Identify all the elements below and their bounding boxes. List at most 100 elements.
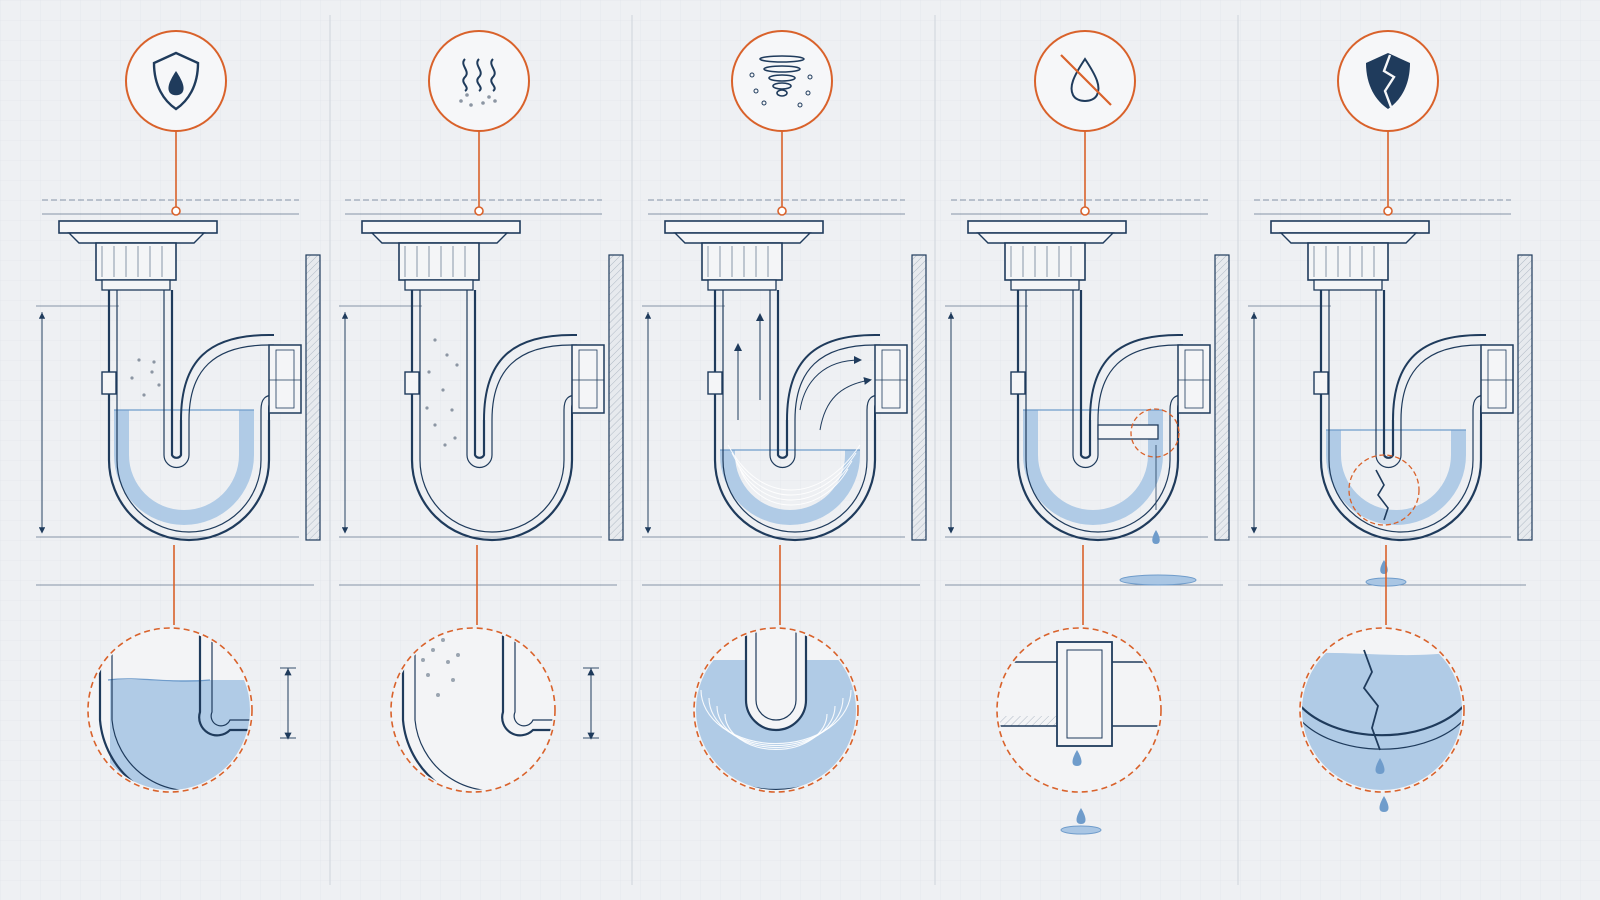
vortex-ring — [763, 65, 801, 73]
slip-nut-ring — [578, 349, 598, 409]
wall-slip-nut — [268, 344, 302, 414]
trap-inner-wall-inner — [473, 290, 486, 459]
particle-dot — [427, 370, 431, 374]
trap-inner-wall-inner — [1079, 290, 1092, 459]
washer — [707, 279, 777, 291]
outlet-arm-inner — [188, 344, 274, 421]
zoom-turbulence — [708, 697, 844, 747]
drip-drop — [1152, 530, 1160, 544]
pipe-crack — [1375, 469, 1389, 521]
zoom-drip — [1375, 758, 1385, 774]
vortex-ring — [759, 55, 805, 63]
zoom-slip-nut-ring — [1066, 649, 1103, 739]
wall-slip-nut — [1480, 344, 1514, 414]
trap-outer-wall — [410, 290, 574, 542]
trap-inner-wall — [163, 290, 190, 469]
vortex-debris — [807, 74, 813, 80]
sink-flange — [1270, 220, 1430, 234]
left-leg-clamp — [101, 371, 117, 395]
vapor-wave — [476, 58, 482, 92]
zoom-content — [696, 630, 856, 790]
wall-hatch — [912, 255, 926, 540]
outlet-arm-top — [1089, 334, 1183, 421]
vortex-debris — [749, 72, 755, 78]
vortex-debris — [797, 102, 803, 108]
crack-highlight-ring — [1348, 454, 1420, 526]
tailpiece-nut — [701, 242, 783, 281]
particle-dot — [137, 358, 141, 362]
flow-arrow-out — [819, 377, 872, 431]
trap-inner-wall-inner — [776, 290, 789, 459]
residue-dot — [459, 99, 463, 103]
water-drop — [168, 71, 184, 96]
particle-dot — [450, 408, 454, 412]
flow-arrow-out — [799, 356, 862, 411]
zoom-inner-wall-inner — [513, 630, 553, 727]
residue-dot — [481, 101, 485, 105]
vapor-wave — [462, 58, 468, 92]
outlet-arm-inner — [794, 344, 880, 421]
outlet-arm-top — [786, 334, 880, 421]
zoom-inner-void — [746, 630, 806, 730]
zoom-inner-bend-inner — [755, 630, 797, 721]
flange-taper — [67, 232, 206, 244]
trap-inner-wall — [466, 290, 493, 469]
slip-nut-ring — [275, 349, 295, 409]
washer — [1010, 279, 1080, 291]
no-water-drop-icon — [1060, 54, 1112, 106]
trap-outer-wall-inner — [1025, 290, 1171, 533]
slip-nut-ring — [881, 349, 901, 409]
zoom-particle — [446, 660, 450, 664]
tailpiece-nut — [1307, 242, 1389, 281]
falling-drop — [1379, 796, 1389, 812]
slip-nut-ring — [1184, 349, 1204, 409]
prohibition-slash — [1060, 54, 1112, 106]
particle-dot — [150, 370, 154, 374]
zoom-detail-circle — [390, 627, 556, 793]
particle-dot — [445, 353, 449, 357]
wall-hatch — [1215, 255, 1229, 540]
zoom-inner-wall — [501, 630, 553, 737]
wall-hatch — [1518, 255, 1532, 540]
outlet-arm-top — [483, 334, 577, 421]
flange-taper — [1279, 232, 1418, 244]
zoom-water — [1302, 650, 1462, 790]
left-leg-clamp — [1010, 371, 1026, 395]
trap-outer-wall-inner — [116, 290, 262, 533]
sink-flange — [967, 220, 1127, 234]
residue-dot — [465, 93, 469, 97]
particle-dot — [433, 338, 437, 342]
vortex-debris — [805, 90, 811, 96]
falling-drop — [1076, 808, 1086, 824]
wall-slip-nut — [571, 344, 605, 414]
zoom-turbulence — [724, 713, 828, 750]
vapor-wave — [490, 58, 496, 92]
icon-callout-circle — [1034, 30, 1136, 132]
panel-p2 — [339, 30, 624, 793]
leak-highlight-ring — [1130, 408, 1180, 458]
zoom-puddle — [1060, 825, 1102, 835]
trap-outer-wall — [713, 290, 877, 542]
panel-p1 — [36, 30, 321, 793]
turbulence-line — [727, 444, 861, 491]
water-puddle — [1119, 574, 1197, 586]
trap-outer-wall-inner — [1328, 290, 1474, 533]
sink-flange — [664, 220, 824, 234]
leader-anchor — [171, 206, 181, 216]
zoom-turbulence — [716, 705, 836, 749]
zoom-crack — [1362, 649, 1381, 751]
tailpiece-nut — [398, 242, 480, 281]
turbulence-line — [735, 460, 853, 501]
trap-outer-wall-inner — [722, 290, 868, 533]
outlet-arm-top — [180, 334, 274, 421]
leader-anchor — [777, 206, 787, 216]
tornado-siphon-icon — [749, 55, 813, 108]
flange-taper — [976, 232, 1115, 244]
trap-inner-wall — [1375, 290, 1402, 469]
zoom-content — [1302, 649, 1462, 790]
residue-dot — [487, 95, 491, 99]
zoom-pipe-bottom — [1302, 701, 1462, 737]
turbulence-line — [731, 452, 857, 496]
wall-hatch — [306, 255, 320, 540]
